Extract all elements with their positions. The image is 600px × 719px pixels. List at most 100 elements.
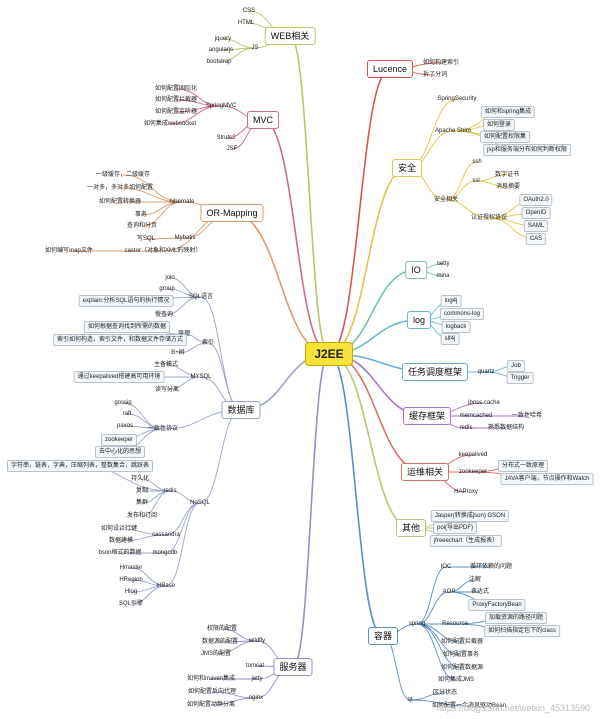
node-sec-shiro-spring[interactable]: 如何和spring集成 bbox=[480, 106, 536, 118]
node-ctr-annot[interactable]: 注解 bbox=[468, 577, 482, 583]
node-orm-sql[interactable]: 写SQL bbox=[136, 236, 156, 242]
node-sec-ssh[interactable]: ssh bbox=[472, 159, 482, 165]
node-db-explain[interactable]: explain:分析SQL语句的执行情况 bbox=[78, 295, 174, 307]
node-srv[interactable]: 服务器 bbox=[273, 658, 313, 676]
node-db-bson[interactable]: bson格式的数据 bbox=[98, 550, 142, 556]
node-log-logback[interactable]: logback bbox=[441, 321, 471, 333]
node-cache-jboss[interactable]: jboss cache bbox=[468, 400, 500, 406]
node-web-jquery[interactable]: jquery bbox=[214, 36, 232, 42]
node-db-raft[interactable]: raft bbox=[122, 411, 132, 417]
node-ops-keepalived[interactable]: keepalived bbox=[458, 452, 488, 458]
node-luc-seg[interactable]: 拆了分词 bbox=[422, 72, 448, 78]
node-io-mina[interactable]: mina bbox=[436, 273, 450, 279]
node-web-js[interactable]: JS bbox=[251, 45, 259, 51]
node-db-index[interactable]: 索引 bbox=[201, 340, 215, 346]
node-ctr-aop[interactable]: AOP bbox=[442, 589, 456, 595]
node-db-paxos[interactable]: paxos bbox=[116, 423, 134, 429]
node-ctr-spring[interactable]: spring bbox=[408, 621, 426, 627]
node-task-job[interactable]: Job bbox=[507, 360, 525, 372]
node-sec-related[interactable]: 安全相关 bbox=[433, 197, 459, 203]
node-db-sql[interactable]: SQL语言 bbox=[188, 294, 214, 300]
node-db-sqlengine[interactable]: SQL引擎 bbox=[118, 601, 144, 607]
node-ctr-loop[interactable]: 循环依赖的问题 bbox=[469, 564, 513, 570]
node-other-poi[interactable]: poi(导出PDF) bbox=[432, 522, 478, 534]
node-db-mysql[interactable]: MYSQL bbox=[190, 374, 212, 380]
node-db-hbase[interactable]: HBase bbox=[156, 583, 176, 589]
node-sec-oauth[interactable]: OAuth2.0 bbox=[519, 194, 553, 206]
node-mvc-struts2[interactable]: Struts2 bbox=[216, 135, 236, 141]
node-db-redis-types[interactable]: 字符串，链表，字典，压缩列表，整数集合，跳跃表 bbox=[6, 460, 154, 472]
node-srv-tomcat[interactable]: tomcat bbox=[245, 663, 265, 669]
node-db-build-index[interactable]: 索引如何构造，索引文件，和数据文件存储方式 bbox=[52, 334, 188, 346]
node-ctr-load[interactable]: 加载资源的路径问题 bbox=[484, 612, 548, 624]
node-task[interactable]: 任务调度框架 bbox=[401, 363, 469, 381]
node-ctr-bean[interactable]: 如何配置一个消息驱动Bean bbox=[431, 703, 507, 709]
node-srv-jms[interactable]: JMS的配置 bbox=[200, 651, 232, 657]
node-mvc-jsf[interactable]: JSF bbox=[226, 146, 238, 152]
node-db-gossip[interactable]: gossip bbox=[114, 400, 132, 406]
node-db-master[interactable]: 主备模式 bbox=[153, 362, 179, 368]
node-db[interactable]: 数据库 bbox=[221, 401, 261, 419]
node-db-slowlog[interactable]: 慢查询 bbox=[154, 312, 174, 318]
node-sec-digest[interactable]: 消息摘要 bbox=[495, 184, 521, 190]
node-ctr-proxy[interactable]: ProxyFactoryBean bbox=[468, 599, 526, 611]
node-db-join[interactable]: join bbox=[165, 275, 175, 281]
node-srv-ds[interactable]: 数据源的配置 bbox=[201, 639, 239, 645]
node-db-repl[interactable]: 复制 bbox=[135, 488, 149, 494]
node-web[interactable]: WEB相关 bbox=[264, 27, 316, 45]
node-lucence[interactable]: Lucence bbox=[366, 60, 414, 78]
node-db-btree[interactable]: B+树 bbox=[171, 350, 185, 356]
node-db-model[interactable]: 数据建模 bbox=[108, 538, 134, 544]
node-cache-redis[interactable]: redis bbox=[459, 425, 473, 431]
node-cache[interactable]: 缓存框架 bbox=[402, 407, 452, 425]
node-db-pubsub[interactable]: 发布和订阅 bbox=[126, 513, 158, 519]
node-db-cluster[interactable]: 集群 bbox=[135, 500, 149, 506]
node-ops[interactable]: 运维相关 bbox=[400, 463, 450, 481]
node-orm-cache[interactable]: 一级缓存，二级缓存 bbox=[95, 172, 151, 178]
node-log-commons[interactable]: commons-log bbox=[439, 308, 485, 320]
node-web-bootstrap[interactable]: bootstrap bbox=[206, 59, 232, 65]
node-task-trigger[interactable]: Trigger bbox=[506, 372, 534, 384]
node-log-slf4j[interactable]: slf4j bbox=[440, 333, 460, 345]
node-ctr-cfg-ds[interactable]: 如何配置数据源 bbox=[440, 665, 484, 671]
node-sec-ss[interactable]: SpringSecurity bbox=[437, 96, 477, 102]
node-ops-haproxy[interactable]: HAProxy bbox=[454, 489, 478, 495]
node-ctr-qt[interactable]: qt bbox=[407, 697, 413, 703]
node-ctr-resource[interactable]: Resource bbox=[442, 621, 468, 627]
node-mvc-listener[interactable]: 如何配置监听器 bbox=[154, 109, 198, 115]
node-ctr[interactable]: 容器 bbox=[367, 627, 399, 645]
node-sec-cert[interactable]: 数字证书 bbox=[494, 172, 520, 178]
node-ctr-state[interactable]: 区分状态 bbox=[432, 690, 458, 696]
node-ops-java[interactable]: JAVA客户端，节点操作和Watch bbox=[500, 473, 594, 485]
node-ops-dist[interactable]: 分布式一致原理 bbox=[497, 460, 549, 472]
node-orm-page[interactable]: 查询和分页 bbox=[126, 223, 158, 229]
node-srv-lb[interactable]: 如何配置动静分离 bbox=[186, 702, 236, 708]
node-db-rw[interactable]: 读写分离 bbox=[154, 387, 180, 393]
node-mvc-websocket[interactable]: 如何集成websocket bbox=[143, 121, 197, 127]
node-ctr-expr[interactable]: 表达式 bbox=[470, 589, 490, 595]
node-other-json[interactable]: Jasper(转换成json) GSON bbox=[430, 510, 510, 522]
node-cache-hash[interactable]: 一致性哈希 bbox=[511, 413, 543, 419]
node-srv-maven[interactable]: 如何和maven集成 bbox=[186, 676, 236, 682]
node-ctr-cfg-tx[interactable]: 如何配置事务 bbox=[442, 652, 480, 658]
node-orm-hibernate[interactable]: hibernate bbox=[169, 199, 195, 205]
node-orm-castor[interactable]: castor（对象和XML的映射） bbox=[124, 248, 202, 254]
node-mvc[interactable]: MVC bbox=[247, 111, 279, 129]
node-ctr-cfg-int[interactable]: 如何配置拦截器 bbox=[440, 639, 484, 645]
node-orm-relation[interactable]: 一对多，多对多如何配置 bbox=[86, 185, 154, 191]
node-web-css[interactable]: CSS bbox=[242, 8, 256, 14]
node-db-persist[interactable]: 持久化 bbox=[130, 476, 150, 482]
node-orm-converter[interactable]: 如何配置转换器 bbox=[98, 199, 142, 205]
node-srv-nginx[interactable]: nginx bbox=[248, 695, 264, 701]
node-sec-openid[interactable]: OpenID bbox=[521, 207, 551, 219]
node-db-cassandra[interactable]: cassandra bbox=[152, 532, 180, 538]
node-sec-cas[interactable]: CAS bbox=[525, 233, 547, 245]
node-web-html[interactable]: HTML bbox=[237, 20, 255, 26]
node-sec-perm[interactable]: 如何配置权限集 bbox=[479, 131, 531, 143]
node-luc-index[interactable]: 如何构建索引 bbox=[422, 60, 460, 66]
node-ctr-jms[interactable]: 如何集成JMS bbox=[437, 677, 475, 683]
node-other-chart[interactable]: jfreeechart（生成报表） bbox=[429, 535, 503, 547]
node-db-decentral[interactable]: 去中心化的思想 bbox=[94, 446, 146, 458]
node-db-how-index[interactable]: 如何根据查询找到所需的数据 bbox=[83, 321, 171, 333]
node-log-log4j[interactable]: log4j bbox=[440, 295, 462, 307]
